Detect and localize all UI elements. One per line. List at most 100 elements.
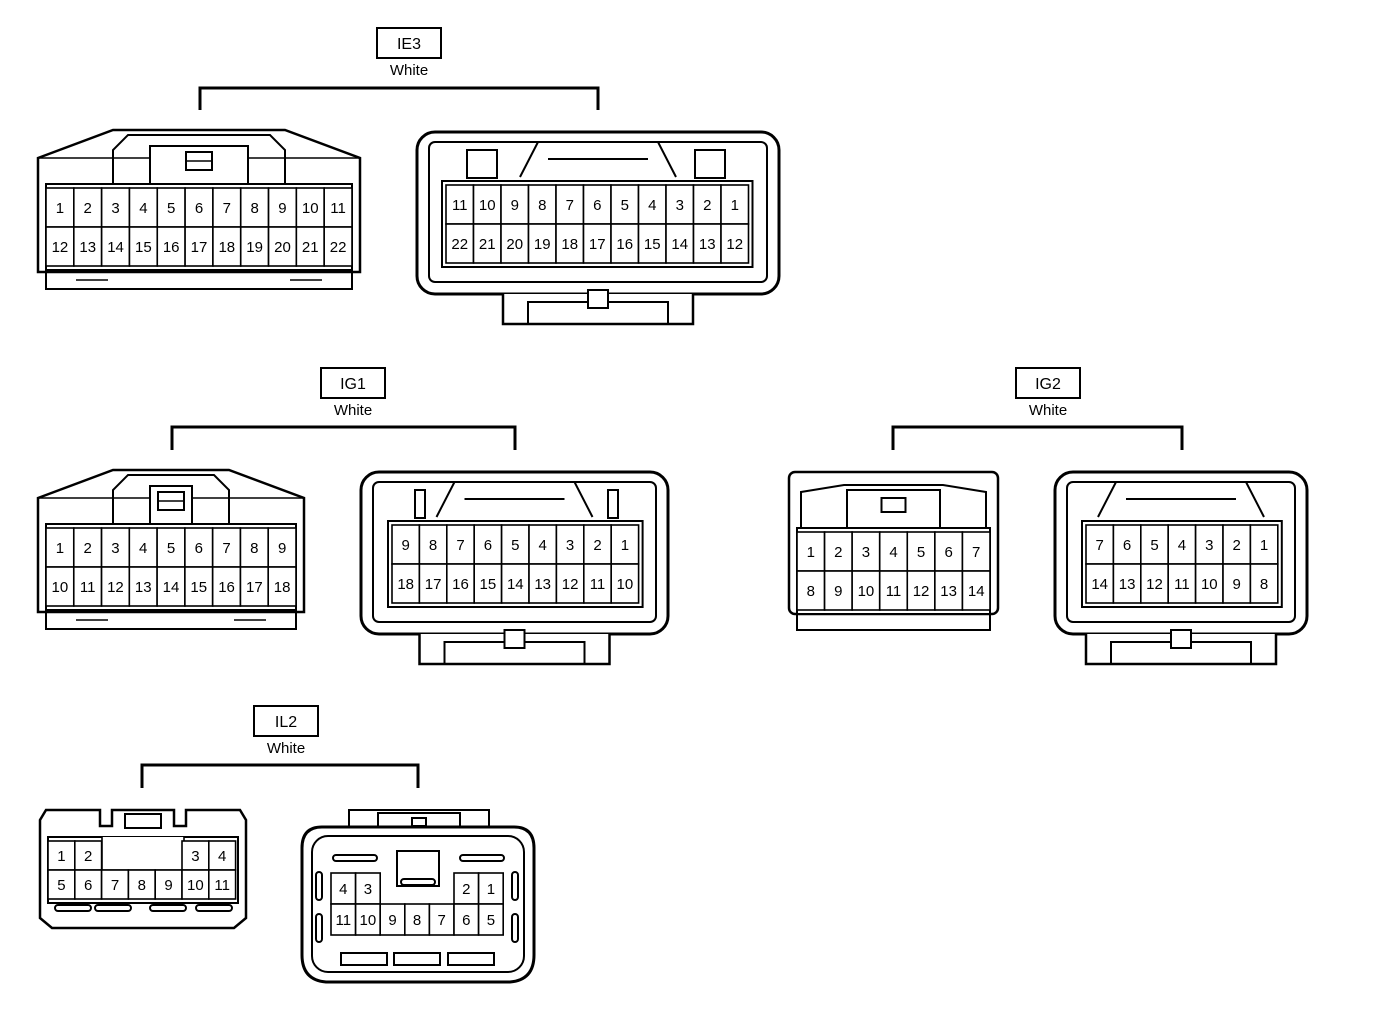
base (45, 612, 297, 630)
window-left (466, 149, 498, 179)
pin-number: 3 (191, 848, 199, 865)
pin-number: 2 (83, 540, 91, 557)
pin-number: 17 (425, 576, 442, 593)
pin-cell (610, 524, 640, 565)
pin-cell (610, 223, 640, 264)
pin-number: 5 (167, 540, 175, 557)
pin-number: 18 (218, 239, 235, 256)
connector-id-label: IG1 (340, 376, 366, 393)
pin-cell (45, 527, 75, 568)
pin-number: 5 (511, 537, 519, 554)
pin-cell (156, 527, 186, 568)
pin-cell (453, 903, 480, 936)
pin-cell (212, 226, 242, 267)
pin-number: 10 (479, 197, 496, 214)
pin-number: 11 (214, 877, 230, 894)
pin-number: 6 (195, 540, 203, 557)
slot-right (607, 489, 619, 519)
latch-frame (800, 484, 987, 530)
pin-number: 16 (163, 239, 180, 256)
pin-number: 20 (506, 236, 523, 253)
pin-number: 14 (107, 239, 124, 256)
top-lock-tab (411, 817, 427, 827)
pin-cell (267, 566, 297, 607)
pin-number: 6 (484, 537, 492, 554)
pin-cell (555, 223, 585, 264)
pin-cell (453, 872, 480, 905)
pin-cell (323, 226, 353, 267)
connector-color-label: White (1029, 402, 1067, 419)
connector-id-label: IL2 (275, 714, 297, 731)
latch-tab (880, 497, 907, 513)
pin-cell (128, 566, 158, 607)
pin-number: 10 (360, 912, 377, 929)
pin-cell (1249, 563, 1279, 604)
pin-number: 2 (703, 197, 711, 214)
side-slot (511, 913, 519, 943)
pin-number: 14 (507, 576, 524, 593)
pin-number: 10 (302, 200, 319, 217)
pin-cell (1140, 563, 1170, 604)
pin-number: 6 (593, 197, 601, 214)
pin-number: 4 (139, 540, 147, 557)
connector-bracket (170, 425, 517, 450)
pin-number: 1 (56, 200, 64, 217)
pin-cell (823, 570, 853, 611)
pin-cell (473, 563, 503, 604)
pin-number: 3 (111, 200, 119, 217)
pin-number: 8 (1260, 576, 1268, 593)
housing-inner (311, 835, 525, 973)
pin-number: 11 (886, 583, 902, 600)
base-slot (447, 952, 495, 966)
pin-cell (851, 570, 881, 611)
pin-cell (878, 570, 909, 611)
center-block (101, 837, 185, 871)
pin-number: 12 (726, 236, 743, 253)
pin-number: 6 (84, 877, 92, 894)
top-slot (332, 854, 378, 862)
pin-cell (720, 223, 750, 264)
pin-cell (47, 840, 76, 871)
pin-cell (1085, 563, 1115, 604)
pin-cell (156, 226, 186, 267)
pin-cell (100, 187, 131, 228)
pin-number: 13 (699, 236, 716, 253)
pin-cell (184, 566, 214, 607)
pin-number: 2 (462, 881, 470, 898)
pin-number: 18 (397, 576, 414, 593)
pin-cell (184, 527, 214, 568)
connector-id-label: IG2 (1035, 376, 1061, 393)
pin-cell (418, 524, 448, 565)
connector-id-box (376, 27, 442, 59)
top-slot (459, 854, 505, 862)
pin-number: 2 (84, 200, 92, 217)
pin-cell (267, 226, 298, 267)
pin-number: 2 (84, 848, 92, 865)
pin-cell (1167, 524, 1197, 565)
pin-cell (100, 869, 130, 900)
pin-number: 6 (462, 912, 470, 929)
pin-cell (45, 566, 75, 607)
pin-number: 8 (250, 200, 258, 217)
pin-number: 1 (621, 537, 629, 554)
pin-cell (610, 563, 640, 604)
slot-left (414, 489, 426, 519)
pin-number: 7 (223, 200, 231, 217)
pin-cell (391, 524, 421, 565)
pin-number: 13 (940, 583, 957, 600)
pin-number: 9 (834, 583, 842, 600)
pin-cell (720, 184, 750, 225)
pin-cell (1194, 563, 1224, 604)
pin-cell (445, 524, 475, 565)
connector-bracket (198, 86, 600, 110)
pin-number: 9 (1233, 576, 1241, 593)
pin-number: 8 (413, 912, 421, 929)
